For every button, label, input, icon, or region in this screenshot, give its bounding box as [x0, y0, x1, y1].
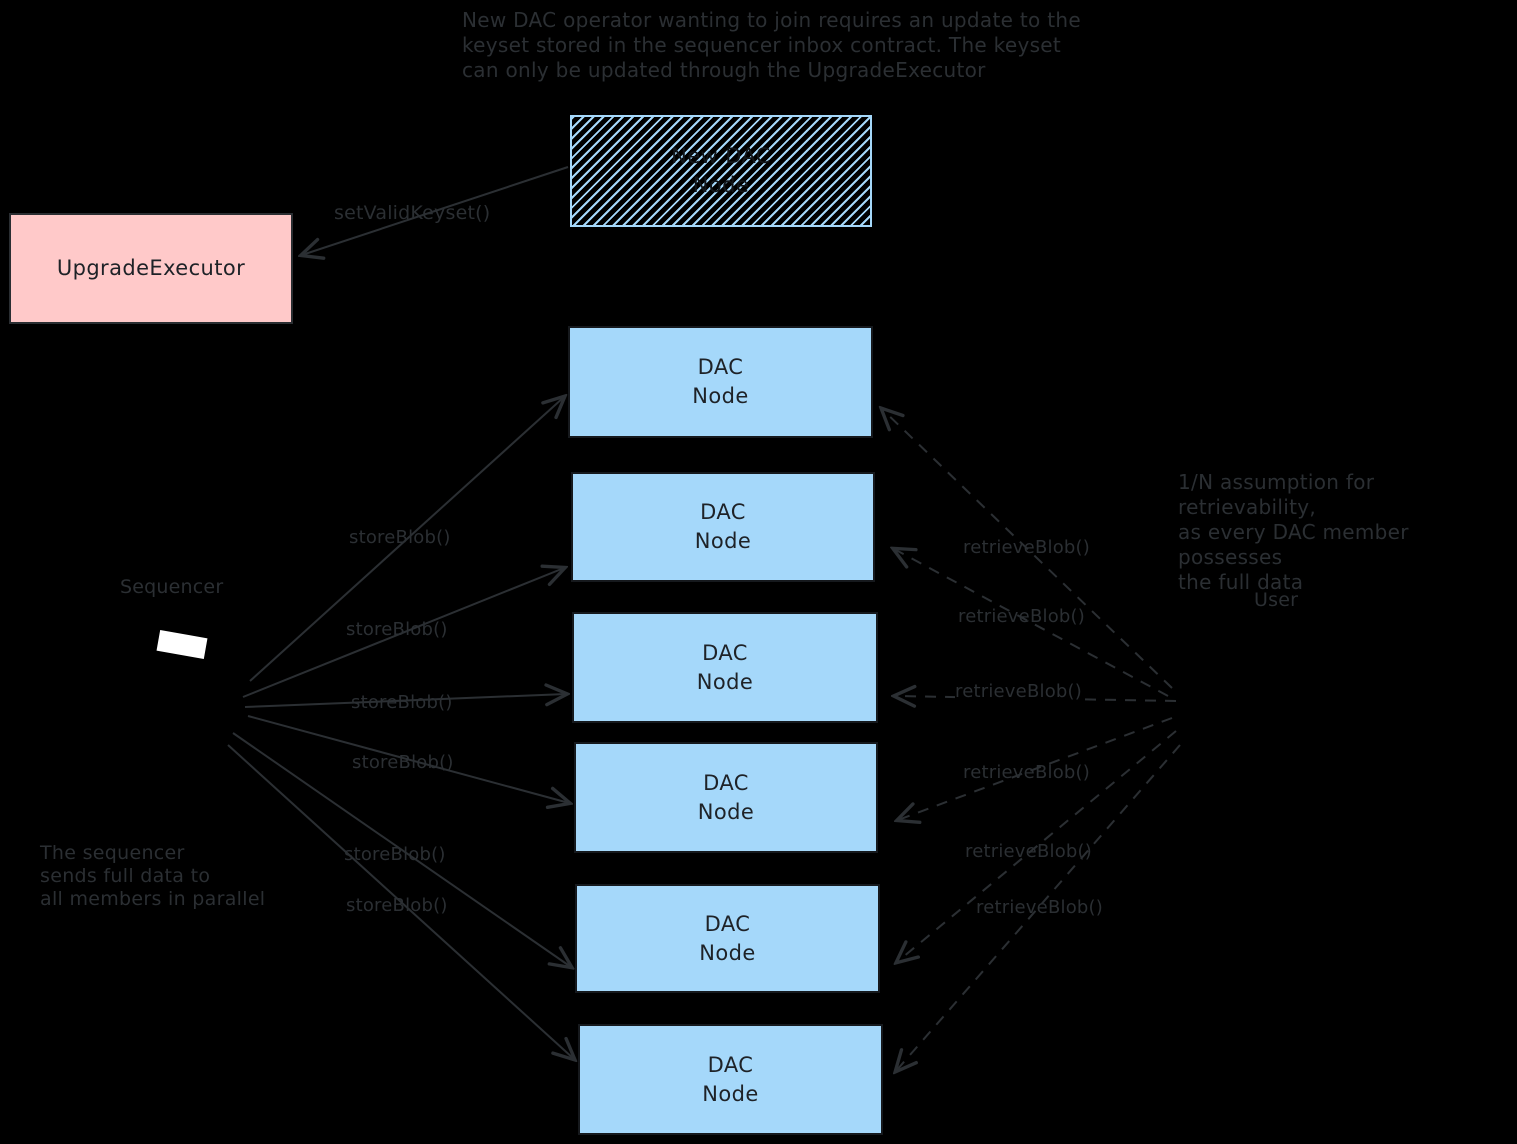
- sequencer-label: Sequencer: [120, 576, 224, 598]
- retrieve-blob-label-5: retrieveBlob(): [965, 841, 1092, 862]
- dac-node-box-4: DAC Node: [574, 742, 878, 853]
- dac-node-label: DAC Node: [696, 640, 754, 694]
- retrieve-blob-arrow-6: [896, 744, 1181, 1071]
- store-blob-label-5: storeBlob(): [344, 844, 446, 865]
- retrieve-blob-label-2: retrieveBlob(): [958, 606, 1085, 627]
- dac-node-box-6: DAC Node: [578, 1024, 883, 1135]
- dac-node-label: DAC Node: [694, 500, 752, 553]
- new-dac-node-label: New DAC Node: [671, 144, 771, 197]
- dac-node-label: DAC Node: [697, 770, 755, 824]
- store-blob-label-1: storeBlob(): [349, 527, 451, 548]
- retrieve-blob-arrow-1: [882, 409, 1173, 689]
- dac-node-box-3: DAC Node: [572, 612, 878, 723]
- right-note: 1/N assumption for retrievability, as ev…: [1178, 470, 1409, 594]
- dac-node-box-5: DAC Node: [575, 884, 880, 993]
- store-blob-label-6: storeBlob(): [346, 895, 448, 916]
- new-dac-node-box: New DAC Node: [570, 115, 872, 227]
- store-blob-label-4: storeBlob(): [352, 752, 454, 773]
- store-blob-label-3: storeBlob(): [351, 692, 453, 713]
- store-blob-arrow-6: [227, 744, 574, 1059]
- dac-node-label: DAC Node: [702, 1052, 759, 1106]
- store-blob-arrow-1: [249, 397, 564, 682]
- set-valid-keyset-label: setValidKeyset(): [334, 202, 491, 224]
- user-label: User: [1254, 589, 1299, 611]
- retrieve-blob-arrow-4: [898, 717, 1173, 820]
- dac-node-box-2: DAC Node: [571, 472, 875, 582]
- upgrade-executor-box: UpgradeExecutor: [9, 213, 293, 324]
- store-blob-arrow-4: [247, 715, 569, 803]
- retrieve-blob-label-3: retrieveBlob(): [955, 681, 1082, 703]
- set-valid-keyset-arrow: [302, 166, 569, 255]
- retrieve-blob-label-4: retrieveBlob(): [963, 762, 1090, 783]
- left-note: The sequencer sends full data to all mem…: [40, 842, 266, 910]
- dac-node-label: DAC Node: [699, 911, 756, 965]
- retrieve-blob-label-1: retrieveBlob(): [963, 537, 1090, 558]
- top-note: New DAC operator wanting to join require…: [462, 8, 1081, 82]
- store-blob-label-2: storeBlob(): [346, 619, 448, 640]
- dac-node-label: DAC Node: [692, 355, 749, 408]
- retrieve-blob-label-6: retrieveBlob(): [976, 897, 1103, 918]
- store-blob-arrow-3: [244, 694, 566, 708]
- store-blob-arrow-5: [232, 732, 571, 967]
- store-blob-arrow-2: [242, 568, 564, 698]
- dac-node-box-1: DAC Node: [568, 326, 873, 438]
- upgrade-executor-label: UpgradeExecutor: [56, 256, 246, 280]
- retrieve-blob-arrow-5: [897, 730, 1177, 962]
